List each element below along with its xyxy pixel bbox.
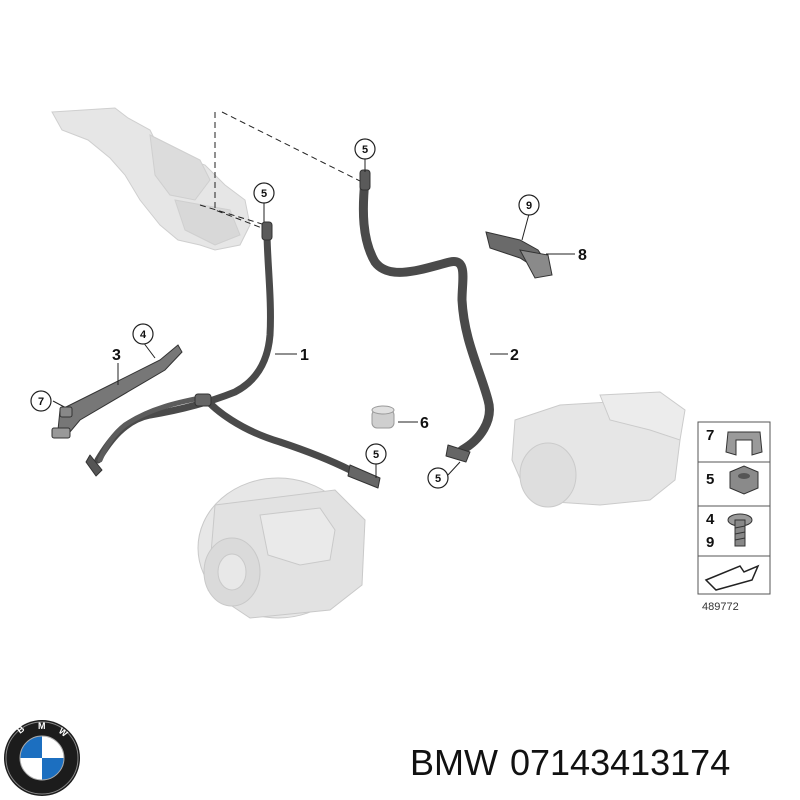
label-part-2: 2	[510, 347, 519, 364]
clip-icon	[725, 431, 763, 456]
callout-circle-4: 4	[132, 323, 154, 345]
terminal-cap-6	[371, 405, 395, 429]
screw-icon	[727, 513, 753, 547]
part-caption: BMW 07143413174	[410, 738, 795, 788]
clip-7-on-bracket	[51, 406, 73, 439]
leader-lines	[52, 158, 575, 478]
legend-label-7: 7	[706, 427, 714, 444]
legend-label-9: 9	[706, 534, 714, 551]
nut-icon	[729, 465, 759, 495]
callout-label-5-alternator: 5	[373, 449, 379, 461]
callout-label-9: 9	[526, 200, 532, 212]
cable-2	[358, 169, 494, 463]
brand-name: BMW	[410, 742, 498, 783]
bmw-logo: B M W	[4, 720, 80, 796]
svg-text:M: M	[38, 721, 46, 731]
callout-label-5-upper-left: 5	[261, 188, 267, 200]
callout-circle-5-top: 5	[354, 138, 376, 160]
engine-bracket-ghost	[51, 107, 251, 251]
callout-label-4: 4	[140, 329, 147, 341]
diagram-reference-number: 489772	[702, 601, 739, 613]
label-part-8: 8	[578, 247, 587, 264]
label-part-3: 3	[112, 347, 121, 364]
starter-motor-ghost	[511, 391, 686, 508]
callout-circle-5-upper-left: 5	[253, 182, 275, 204]
svg-text:B: B	[15, 723, 27, 735]
cable-1	[85, 221, 381, 489]
callout-label-5-top: 5	[362, 144, 368, 156]
reference-dash-lines	[199, 111, 363, 229]
callout-circle-7: 7	[30, 390, 52, 412]
label-part-1: 1	[300, 347, 309, 364]
fastener-legend: 7 5 4 9	[697, 421, 771, 595]
legend-label-4: 4	[706, 511, 715, 528]
part-number: 07143413174	[509, 742, 731, 783]
direction-arrow-icon	[704, 564, 760, 591]
callout-circle-5-alternator: 5	[365, 443, 387, 465]
callout-circle-9: 9	[518, 194, 540, 216]
bracket-8	[485, 231, 553, 279]
callout-circle-5-starter: 5	[427, 467, 449, 489]
legend-label-5: 5	[706, 471, 714, 488]
label-part-6: 6	[420, 415, 429, 432]
callout-label-5-starter: 5	[435, 473, 441, 485]
alternator-ghost	[197, 477, 366, 619]
callout-label-7: 7	[38, 396, 44, 408]
